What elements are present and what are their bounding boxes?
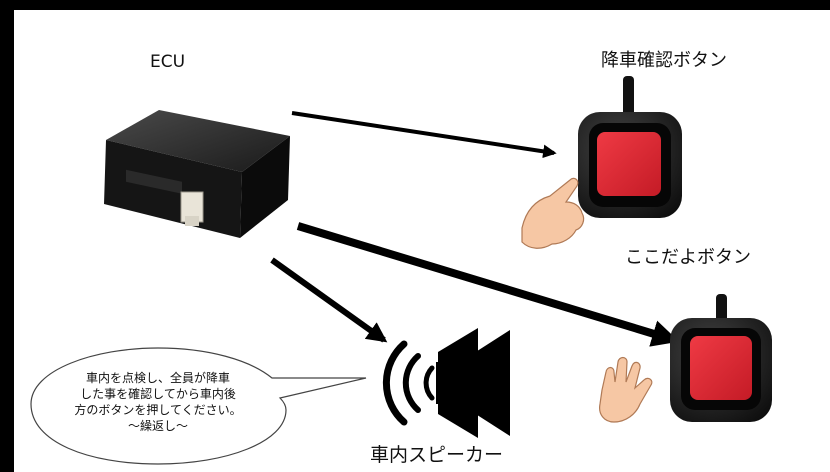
- arrow-to-speaker: [270, 257, 388, 343]
- sound-waves-icon: [382, 340, 435, 426]
- diagram-graphics: [30, 76, 772, 465]
- confirm-button-label: 降車確認ボタン: [601, 50, 727, 71]
- arrow-to-here-button: [296, 222, 680, 347]
- diagram-canvas: ECU 降車確認ボタン ここだよボタン 車内スピーカー 車内を点検し、全員が降車…: [14, 10, 830, 472]
- speech-bubble: [30, 347, 367, 465]
- push-button-icon: [670, 294, 772, 422]
- announcement-text: 車内を点検し、全員が降車 した事を確認してから車内後 方のボタンを押してください…: [60, 370, 256, 434]
- ecu-connector: [180, 191, 204, 226]
- open-hand-icon: [599, 356, 653, 423]
- announcement-line: 方のボタンを押してください。: [74, 403, 242, 417]
- announcement-line: ～繰返し～: [127, 419, 188, 433]
- speaker-label: 車内スピーカー: [370, 444, 504, 466]
- announcement-line: した事を確認してから車内後: [80, 387, 236, 401]
- here-button-label: ここだよボタン: [625, 247, 751, 268]
- speaker-icon: [436, 328, 510, 438]
- pointing-hand-icon: [521, 177, 585, 249]
- arrow-to-confirm-button: [291, 111, 557, 159]
- ecu-label: ECU: [150, 52, 186, 72]
- ecu-device-icon: [104, 110, 290, 238]
- announcement-line: 車内を点検し、全員が降車: [85, 371, 230, 385]
- push-button-icon: [578, 76, 682, 218]
